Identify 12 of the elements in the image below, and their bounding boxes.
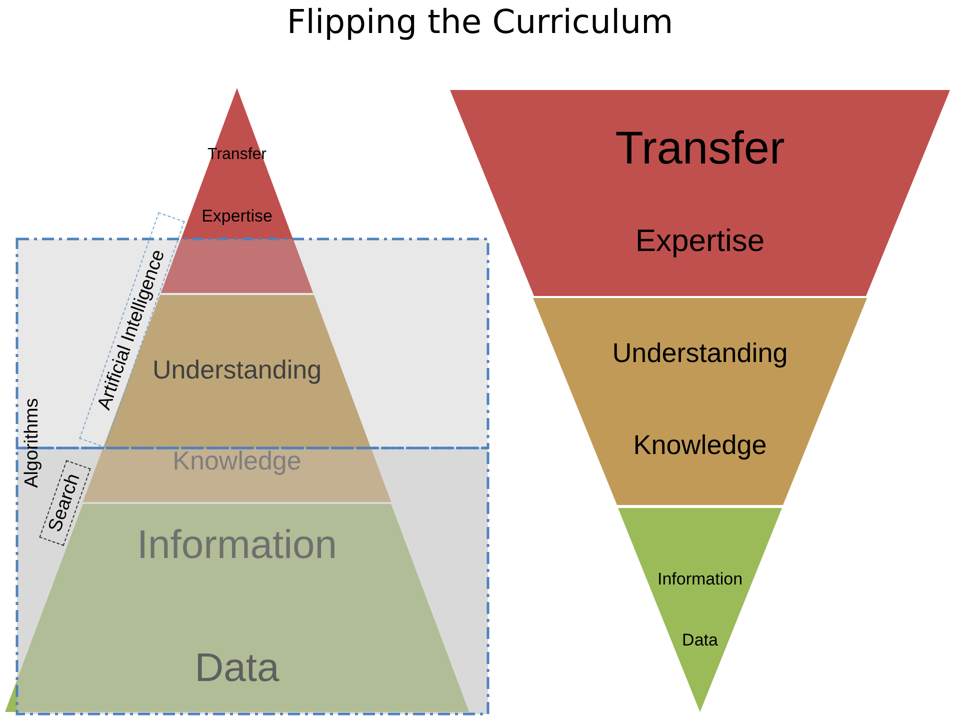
level-label: Transfer <box>615 122 785 174</box>
level-label: Knowledge <box>633 431 767 461</box>
region-label: Algorithms <box>22 398 42 488</box>
diagram-title: Flipping the Curriculum <box>286 1 674 43</box>
level-label: Understanding <box>612 339 788 369</box>
level-label: Expertise <box>202 208 272 226</box>
level-label: Information <box>657 570 743 590</box>
level-label: Knowledge <box>172 446 302 476</box>
level-label: Data <box>682 632 718 650</box>
level-label: Data <box>194 646 280 690</box>
level-label: Information <box>136 523 338 567</box>
level-label: Expertise <box>635 224 765 258</box>
